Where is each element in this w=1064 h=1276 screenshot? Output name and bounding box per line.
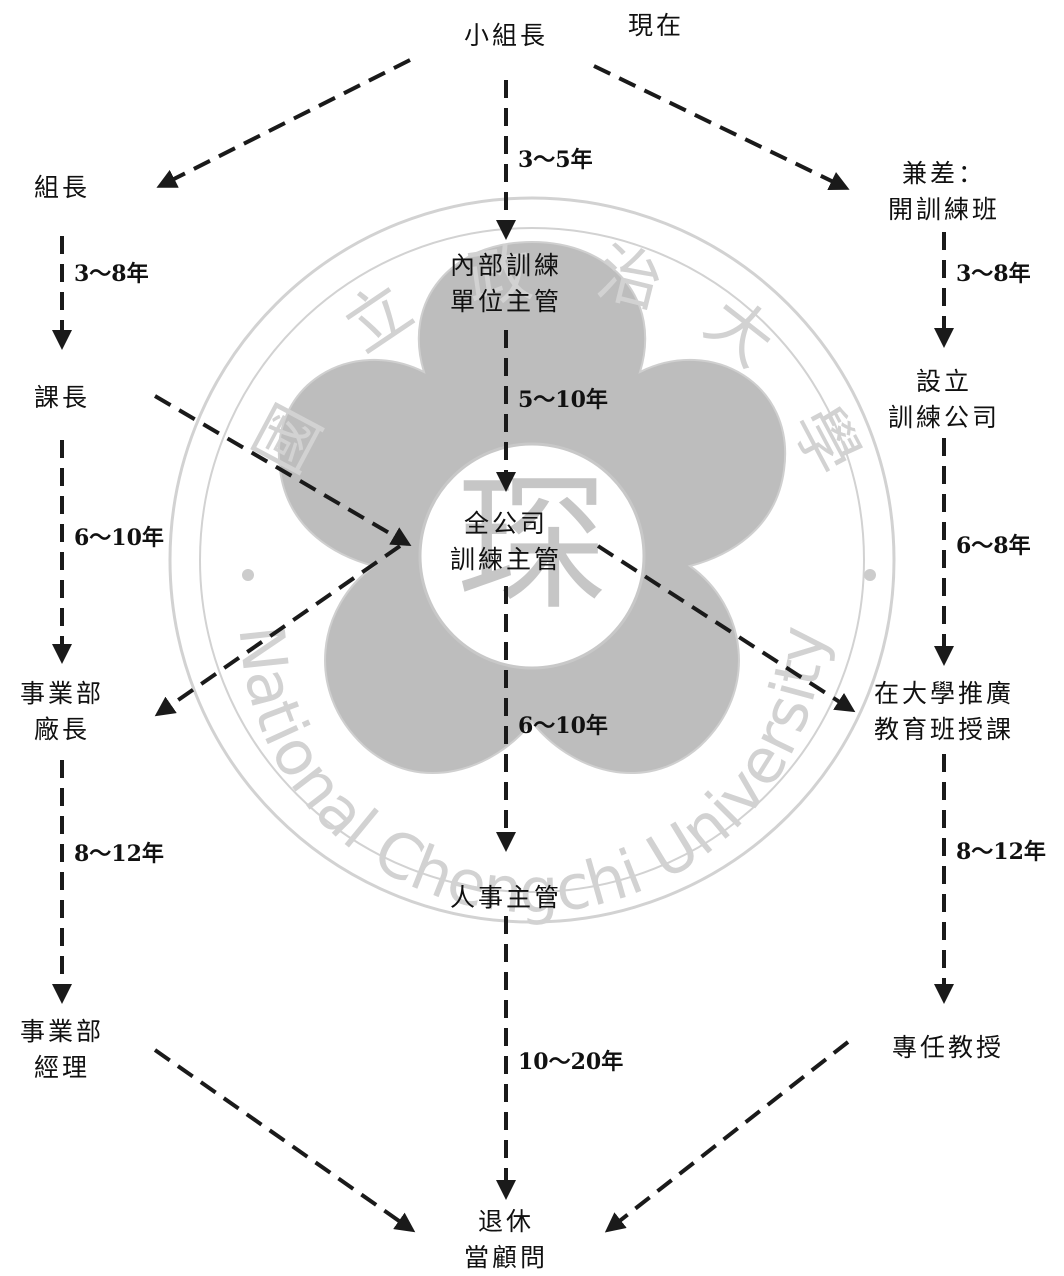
duration-l3-l4: 8～12年 <box>74 841 164 867</box>
node-c2-line-1: 全公司 <box>463 509 549 538</box>
arrows-diagonal <box>153 58 856 1233</box>
seal-center-char: 琛 <box>457 458 607 632</box>
arrow-r4-bottom <box>604 1040 850 1233</box>
node-l4-line-2: 經理 <box>33 1053 91 1082</box>
watermark-char-3: 政 <box>463 236 537 318</box>
duration-c3-bottom: 10～20年 <box>518 1049 624 1075</box>
node-bottom-line-2: 當顧問 <box>463 1243 549 1272</box>
node-l3: 事業部 廠長 <box>20 676 104 748</box>
node-c1-line-2: 單位主管 <box>449 287 563 316</box>
arrow-l2-c2 <box>153 394 412 547</box>
node-c3: 人事主管 <box>450 880 562 916</box>
duration-l2-l3: 6～10年 <box>74 525 164 551</box>
arrow-top-l1 <box>156 58 411 188</box>
node-bottom: 退休 當顧問 <box>464 1204 548 1276</box>
node-c2: 全公司 訓練主管 <box>450 506 562 578</box>
node-top-team-lead: 小組長 <box>464 18 548 54</box>
node-c2-line-2: 訓練主管 <box>449 545 563 574</box>
node-r3-line-2: 教育班授課 <box>873 715 1015 744</box>
duration-r1-r2: 3～8年 <box>956 261 1031 287</box>
seal-center-circle <box>418 442 646 670</box>
seal-outer-ring <box>168 196 896 924</box>
duration-c1-c2: 5～10年 <box>518 387 608 413</box>
node-r4-line-1: 專任教授 <box>891 1033 1005 1062</box>
seal-dot-left <box>242 569 254 581</box>
seal-dot-right <box>864 569 876 581</box>
node-r2-line-2: 訓練公司 <box>887 403 1001 432</box>
node-l4: 事業部 經理 <box>20 1014 104 1086</box>
node-now-label: 現在 <box>628 8 684 44</box>
node-c1-line-1: 內部訓練 <box>449 251 563 280</box>
duration-l1-l2: 3～8年 <box>74 261 149 287</box>
arrow-c2-r3 <box>596 544 856 713</box>
arrow-l4-bottom <box>153 1048 416 1233</box>
node-r4: 專任教授 <box>892 1030 1004 1066</box>
node-c3-line-1: 人事主管 <box>449 883 563 912</box>
seal-inner-ring <box>199 227 865 893</box>
node-r2-line-1: 設立 <box>915 367 973 396</box>
duration-r3-r4: 8～12年 <box>956 839 1046 865</box>
node-top-line-1: 小組長 <box>463 21 549 50</box>
node-r1-line-2: 開訓練班 <box>887 195 1001 224</box>
duration-r2-r3: 6～8年 <box>956 533 1031 559</box>
arrow-c2-l3 <box>154 544 402 717</box>
node-c1: 內部訓練 單位主管 <box>450 248 562 320</box>
node-bottom-line-1: 退休 <box>477 1207 535 1236</box>
node-l3-line-2: 廠長 <box>33 715 91 744</box>
node-r3-line-1: 在大學推廣 <box>873 679 1015 708</box>
node-now-line-1: 現在 <box>627 11 685 40</box>
node-l1-line-1: 組長 <box>33 173 91 202</box>
node-r3: 在大學推廣 教育班授課 <box>874 676 1014 748</box>
node-r2: 設立 訓練公司 <box>888 364 1000 436</box>
duration-top-c1: 3～5年 <box>518 147 593 173</box>
node-r1: 兼差： 開訓練班 <box>888 156 1000 228</box>
duration-c2-c3: 6～10年 <box>518 713 608 739</box>
node-l2: 課長 <box>34 380 90 416</box>
node-l3-line-1: 事業部 <box>19 679 105 708</box>
node-l4-line-1: 事業部 <box>19 1017 105 1046</box>
arrow-top-r1 <box>593 64 850 191</box>
node-l1: 組長 <box>34 170 90 206</box>
node-l2-line-1: 課長 <box>33 383 91 412</box>
node-r1-line-1: 兼差： <box>901 159 987 188</box>
